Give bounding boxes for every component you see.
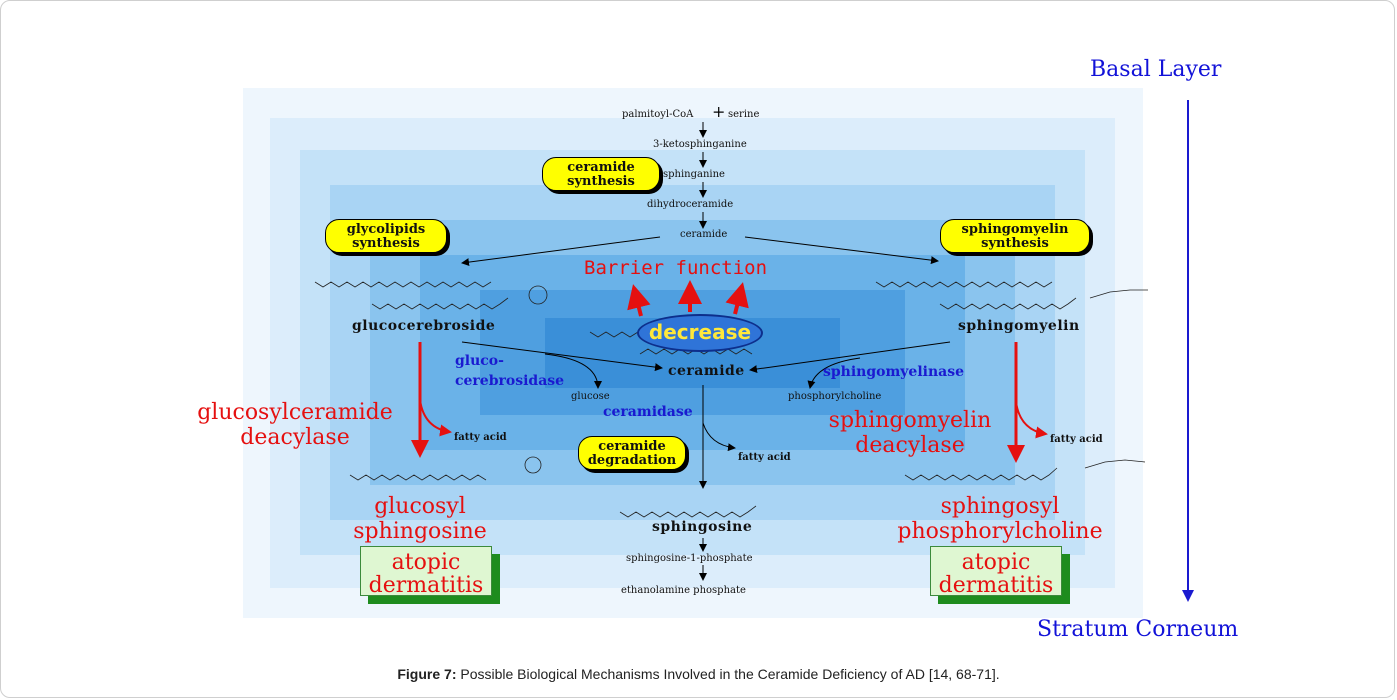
dihydroceramide: dihydroceramide bbox=[647, 199, 734, 210]
palmitoyl-coa: palmitoyl-CoA bbox=[622, 109, 694, 120]
ceramide-top: ceramide bbox=[680, 229, 728, 240]
stratum-corneum-label: Stratum Corneum bbox=[1037, 617, 1239, 642]
sphinganine: sphinganine bbox=[663, 169, 725, 180]
figure-caption: Figure 7: Possible Biological Mechanisms… bbox=[0, 666, 1397, 682]
glucocerebroside-label: glucocerebroside bbox=[352, 318, 496, 334]
ketosphinganine: 3-ketosphinganine bbox=[653, 139, 747, 150]
plus-sign: + bbox=[712, 102, 726, 121]
basal-layer-label: Basal Layer bbox=[1090, 57, 1222, 82]
fatty-acid-left: fatty acid bbox=[454, 432, 507, 443]
glucocerebrosidase-label: gluco-cerebrosidase bbox=[455, 353, 565, 389]
serine: serine bbox=[728, 109, 760, 120]
phosphorylcholine-label: phosphorylcholine bbox=[788, 391, 882, 402]
sphingosine-1-phosphate-label: sphingosine-1-phosphate bbox=[626, 553, 753, 564]
sphingomyelin-label: sphingomyelin bbox=[958, 318, 1080, 334]
glucose-label: glucose bbox=[571, 391, 610, 402]
ceramidase-label: ceramidase bbox=[603, 404, 693, 420]
caption-label: Figure 7: bbox=[397, 666, 457, 682]
sphingosine-label: sphingosine bbox=[652, 519, 753, 535]
ethanolamine-phosphate-label: ethanolamine phosphate bbox=[621, 585, 746, 596]
fatty-acid-center: fatty acid bbox=[738, 452, 791, 463]
caption-text: Possible Biological Mechanisms Involved … bbox=[456, 666, 1000, 682]
barrier-function-label: Barrier function bbox=[584, 257, 768, 279]
ceramide-center-label: ceramide bbox=[668, 363, 745, 379]
sphingomyelinase-label: sphingomyelinase bbox=[823, 364, 965, 380]
fatty-acid-right: fatty acid bbox=[1050, 434, 1103, 445]
decrease-badge: decrease bbox=[637, 314, 763, 352]
